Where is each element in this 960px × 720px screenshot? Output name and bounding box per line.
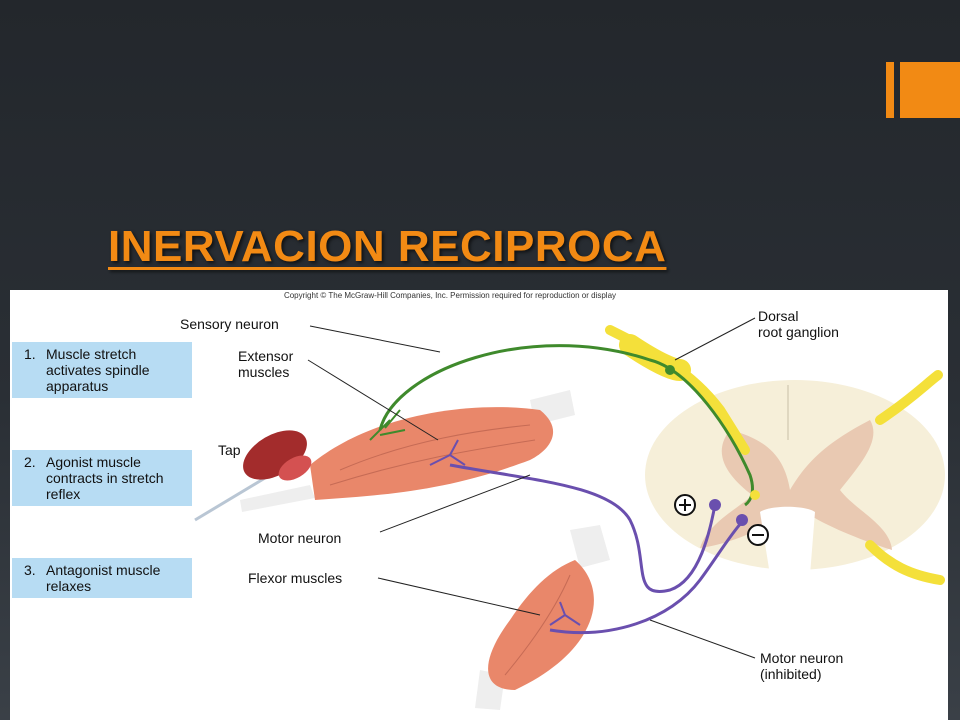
reflex-hammer-icon [194,430,312,522]
motor-neuron-path [449,463,717,593]
inhibited-motor-neuron-path [549,520,744,634]
spindle-endings [369,409,406,441]
nerve-roots [605,325,945,585]
step-3-box: 3. Antagonist muscle relaxes [12,558,192,598]
ganglion-cell-body [665,365,675,375]
accent-bar-thin [886,62,894,118]
label-flexor-muscles: Flexor muscles [248,570,343,586]
copyright-notice: Copyright © The McGraw-Hill Companies, I… [283,291,617,300]
reflex-diagram: Copyright © The McGraw-Hill Companies, I… [10,290,948,720]
label-motor-neuron: Motor neuron [258,530,342,546]
motor-endplate-extensor [429,439,466,466]
step-number: 3. [24,562,36,578]
motor-endplate-flexor [549,601,581,626]
interneuron [750,490,760,500]
step-text: Muscle stretch activates spindle apparat… [46,346,150,394]
accent-bar-thick [900,62,960,118]
step-text: Agonist muscle contracts in stretch refl… [46,454,164,502]
minus-sign-icon [747,524,769,546]
label-extensor-muscles: Extensor muscles [238,348,294,380]
step-number: 2. [24,454,36,470]
label-sensory-neuron: Sensory neuron [180,316,279,332]
step-text: Antagonist muscle relaxes [46,562,161,594]
leader-lines [307,317,756,659]
inhibited-cell-body [736,514,748,526]
flexor-muscle [475,525,610,710]
label-motor-neuron-inhibited: Motor neuron (inhibited) [760,650,844,682]
extensor-muscle [240,390,575,512]
step-2-box: 2. Agonist muscle contracts in stretch r… [12,450,192,506]
diagram-artwork [194,317,945,710]
label-tap: Tap [218,442,241,458]
step-1-box: 1. Muscle stretch activates spindle appa… [12,342,192,398]
step-number: 1. [24,346,36,362]
motor-neuron-cell-body [709,499,721,511]
plus-sign-icon [674,494,696,516]
label-dorsal-root-ganglion: Dorsal root ganglion [758,308,839,340]
sensory-neuron-path [378,344,754,507]
slide-title: INERVACION RECIPROCA [108,222,667,271]
